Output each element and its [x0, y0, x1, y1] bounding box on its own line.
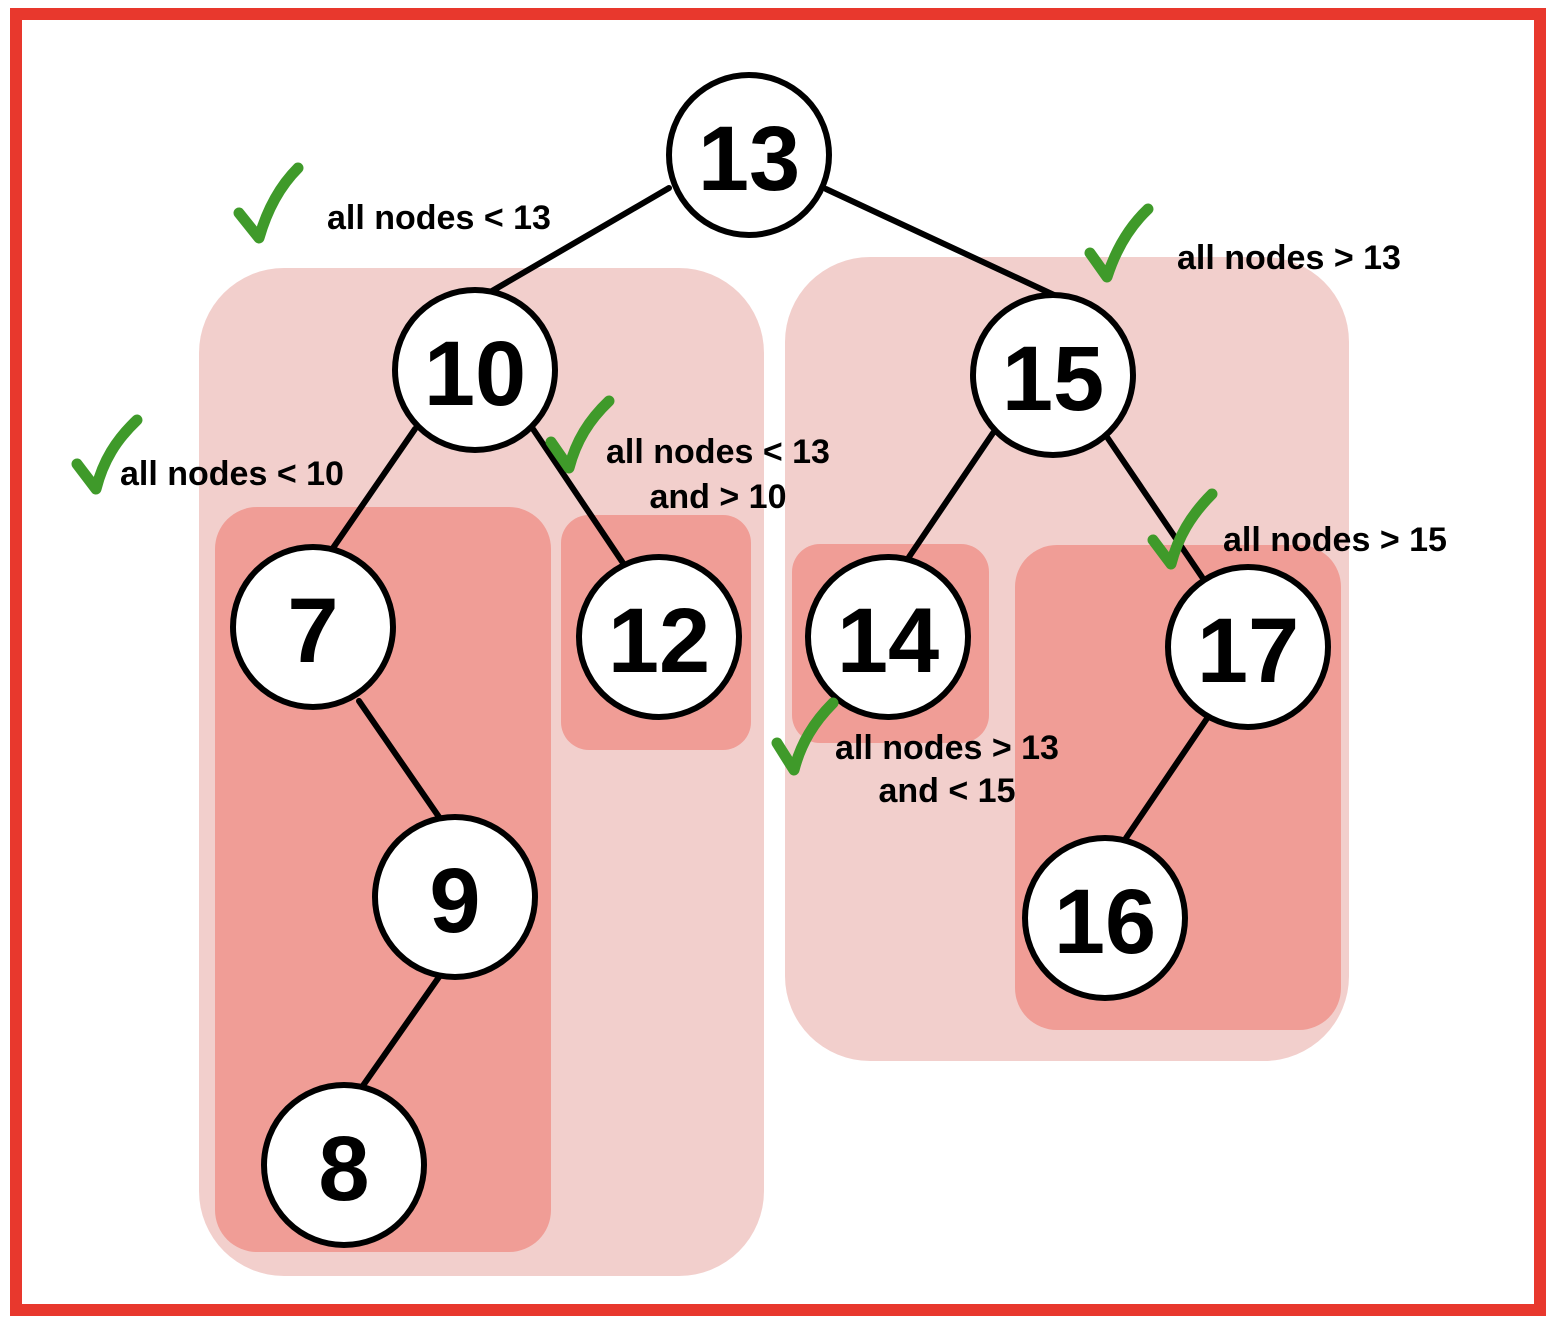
frame: [10, 8, 1546, 1316]
node-13: [666, 72, 832, 238]
edge-10-12: [530, 426, 626, 566]
node-15: [970, 292, 1136, 458]
annotation-right-of-13: all nodes > 13: [1177, 239, 1401, 277]
annotation-right-of-10-line1: all nodes < 13: [606, 433, 830, 471]
edge-15-17: [1104, 434, 1205, 580]
checkmark-icon: [1147, 488, 1218, 570]
node-label-8: 8: [318, 1118, 369, 1220]
node-label-17: 17: [1197, 600, 1299, 702]
node-label-16: 16: [1054, 871, 1156, 973]
checkmark-icon: [233, 162, 304, 244]
node-14: [805, 554, 971, 720]
annotation-right-of-15: all nodes > 15: [1223, 521, 1447, 559]
edge-17-16: [1123, 714, 1211, 841]
node-12: [576, 554, 742, 720]
annotation-left-of-13: all nodes < 13: [327, 199, 551, 237]
node-label-12: 12: [608, 590, 710, 692]
annotation-left-of-15-line1: all nodes > 13: [835, 729, 1059, 767]
node-label-7: 7: [287, 580, 338, 682]
edge-13-15: [823, 186, 1057, 298]
node-16: [1022, 835, 1188, 1001]
node-label-9: 9: [429, 850, 480, 952]
node-9: [372, 814, 538, 980]
checkmark-icon: [71, 414, 143, 495]
node-17: [1165, 564, 1331, 730]
checkmark-icon: [1084, 203, 1154, 283]
node-7: [230, 544, 396, 710]
node-8: [261, 1082, 427, 1248]
checkmark-icon: [545, 395, 615, 474]
annotation-left-of-10: all nodes < 10: [120, 455, 344, 493]
checkmark-icon: [771, 697, 839, 776]
annotation-right-of-10-line2: and > 10: [649, 478, 786, 516]
edge-7-9: [356, 698, 442, 820]
edge-15-14: [906, 430, 996, 560]
edge-13-10: [489, 185, 672, 294]
node-label-14: 14: [837, 590, 939, 692]
node-label-13: 13: [698, 108, 800, 210]
edge-9-8: [359, 974, 442, 1090]
node-10: [392, 287, 558, 453]
edge-10-7: [330, 426, 418, 551]
node-label-15: 15: [1002, 328, 1104, 430]
node-label-10: 10: [424, 323, 526, 425]
annotation-left-of-15-line2: and < 15: [878, 772, 1015, 810]
